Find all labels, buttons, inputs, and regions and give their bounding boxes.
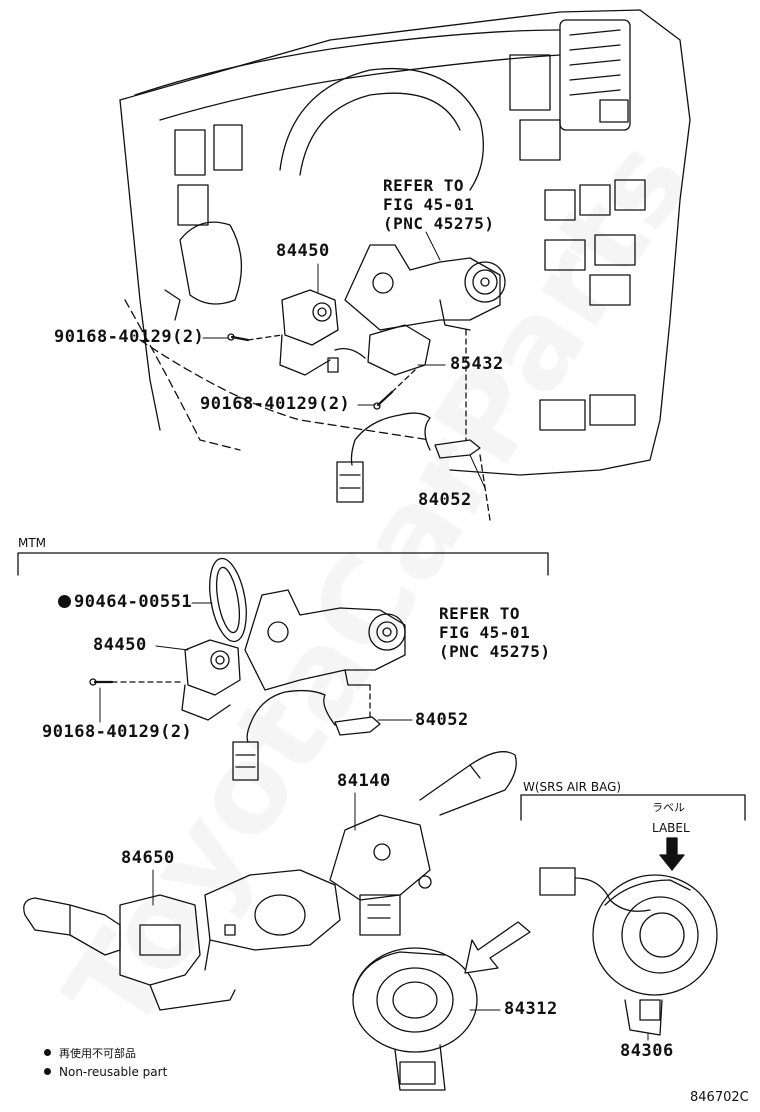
legend-jp: 再使用不可部品	[44, 1048, 136, 1059]
legend-en-text: Non-reusable part	[59, 1065, 168, 1079]
part-label-84306: 84306	[620, 1041, 674, 1061]
legend-bullet-icon	[44, 1049, 51, 1056]
part-label-90168-mtm: 90168-40129(2)	[42, 722, 193, 742]
part-label-84140: 84140	[337, 771, 391, 791]
srs-box	[520, 794, 746, 821]
mtm-assembly	[89, 557, 406, 781]
part-label-84450-mtm: 84450	[93, 635, 147, 655]
label-en: LABEL	[652, 821, 690, 835]
refer-line1: REFER TO	[383, 176, 465, 195]
figure-code: 846702C	[690, 1090, 749, 1105]
leaders-top	[202, 231, 486, 489]
part-label-85432: 85432	[450, 354, 504, 374]
part-label-90464: 90464-00551	[58, 594, 192, 611]
part-label-90464-text: 90464-00551	[74, 592, 193, 612]
leaders-bottom	[152, 792, 649, 1041]
combination-switch	[23, 751, 517, 1011]
mtm-section-label: MTM	[18, 536, 47, 550]
refer-note-top: REFER TO FIG 45-01 (PNC 45275)	[383, 176, 494, 233]
refer-line3: (PNC 45275)	[383, 214, 495, 233]
spiral-cable-84306	[539, 837, 718, 1036]
part-label-84312: 84312	[504, 999, 558, 1019]
part-label-84650: 84650	[121, 848, 175, 868]
non-reusable-bullet	[58, 595, 71, 608]
mtm-box	[17, 552, 549, 576]
direction-arrow	[464, 921, 531, 974]
refer-note-mtm: REFER TO FIG 45-01 (PNC 45275)	[439, 604, 550, 661]
dashboard-outline	[119, 9, 691, 521]
leaders-mtm	[99, 602, 413, 723]
label-jp: ラベル	[652, 801, 685, 814]
refer-line1: REFER TO	[439, 604, 521, 623]
legend-jp-text: 再使用不可部品	[59, 1047, 136, 1060]
part-label-90168-top-a: 90168-40129(2)	[54, 327, 205, 347]
srs-section-label: W(SRS AIR BAG)	[523, 780, 622, 794]
part-label-84052-top: 84052	[418, 490, 472, 510]
refer-line3: (PNC 45275)	[439, 642, 551, 661]
legend-en: Non-reusable part	[44, 1066, 167, 1078]
part-label-90168-top-b: 90168-40129(2)	[200, 394, 351, 414]
part-label-84450-top: 84450	[276, 241, 330, 261]
part-label-84052-mtm: 84052	[415, 710, 469, 730]
legend-bullet-icon	[44, 1068, 51, 1075]
spiral-cable-84312	[352, 947, 478, 1091]
refer-line2: FIG 45-01	[439, 623, 531, 642]
refer-line2: FIG 45-01	[383, 195, 475, 214]
